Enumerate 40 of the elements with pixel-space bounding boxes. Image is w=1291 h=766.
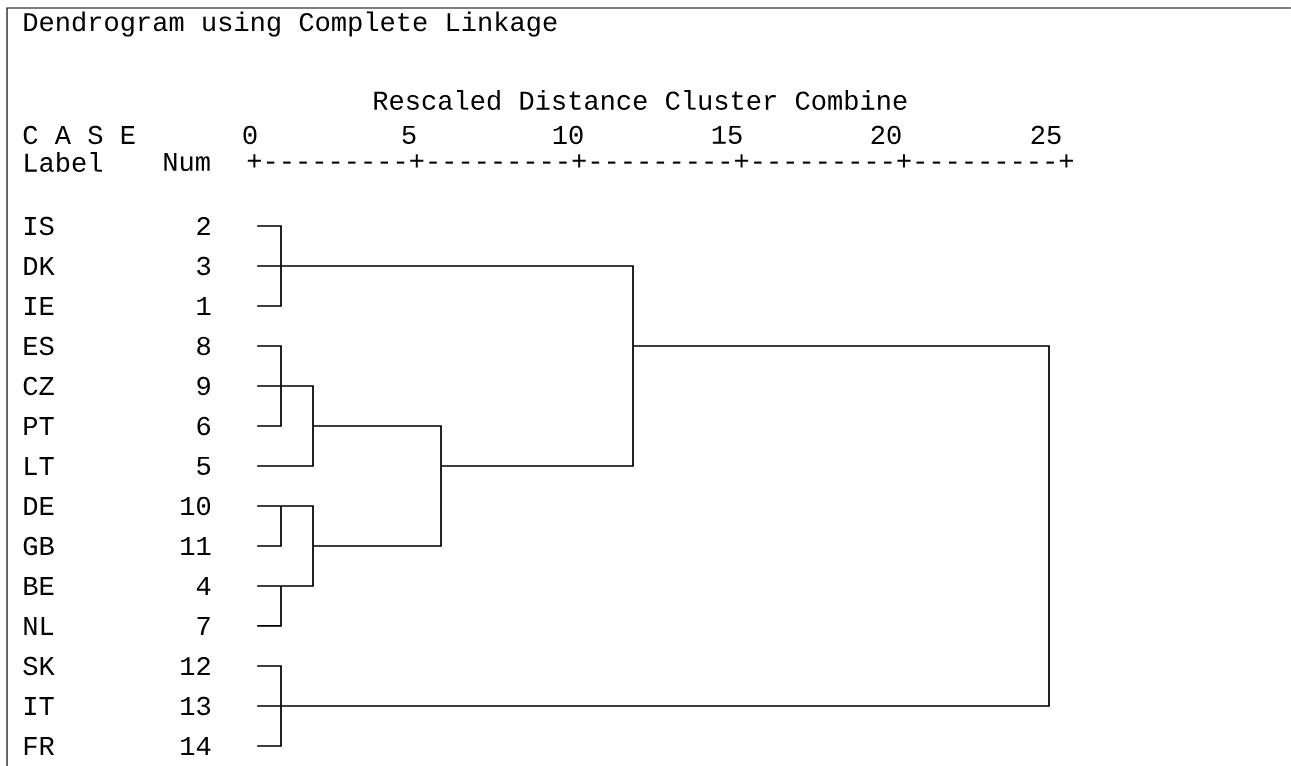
case-label: PT (24, 417, 54, 435)
case-number: 2 (197, 216, 210, 236)
case-number: 4 (196, 577, 211, 595)
case-number: 5 (197, 456, 210, 476)
case-number: 9 (197, 376, 210, 396)
case-label: ES (24, 336, 54, 356)
case-label: DE (24, 497, 54, 515)
tick-label: 5 (402, 125, 416, 145)
case-number: 6 (197, 416, 210, 436)
column-header: C A S E (23, 125, 135, 145)
case-label: LT (25, 457, 54, 475)
column-header: Label (25, 152, 102, 172)
case-label: IE (24, 297, 54, 315)
title: Dendrogram using Complete Linkage (24, 11, 557, 37)
case-label: SK (23, 656, 55, 676)
tick-label: 10 (553, 125, 583, 145)
case-number: 1 (197, 297, 211, 315)
case-label: IS (24, 216, 54, 236)
case-label: BE (24, 577, 54, 595)
case-number: 7 (197, 617, 210, 635)
case-number: 13 (181, 696, 210, 716)
axis-title: Rescaled Distance Cluster Combine (374, 90, 907, 110)
case-number: 11 (181, 537, 211, 555)
axis-ruler: +---------+---------+---------+---------+---------+ (247, 154, 1073, 168)
case-label: IT (24, 697, 54, 715)
case-number: 10 (181, 496, 211, 516)
case-label: DK (24, 257, 55, 275)
column-header: Num (164, 152, 210, 172)
case-number: 12 (181, 656, 210, 676)
case-label: FR (24, 737, 55, 755)
tick-label: 15 (712, 125, 742, 145)
tick-label: 0 (243, 125, 257, 145)
case-label: GB (23, 536, 54, 556)
case-number: 14 (181, 737, 211, 755)
case-label: NL (24, 617, 54, 635)
case-number: 3 (197, 256, 210, 276)
case-label: CZ (23, 376, 54, 396)
tick-label: 25 (1031, 125, 1061, 145)
case-number: 8 (197, 336, 210, 356)
tick-label: 20 (871, 125, 901, 145)
